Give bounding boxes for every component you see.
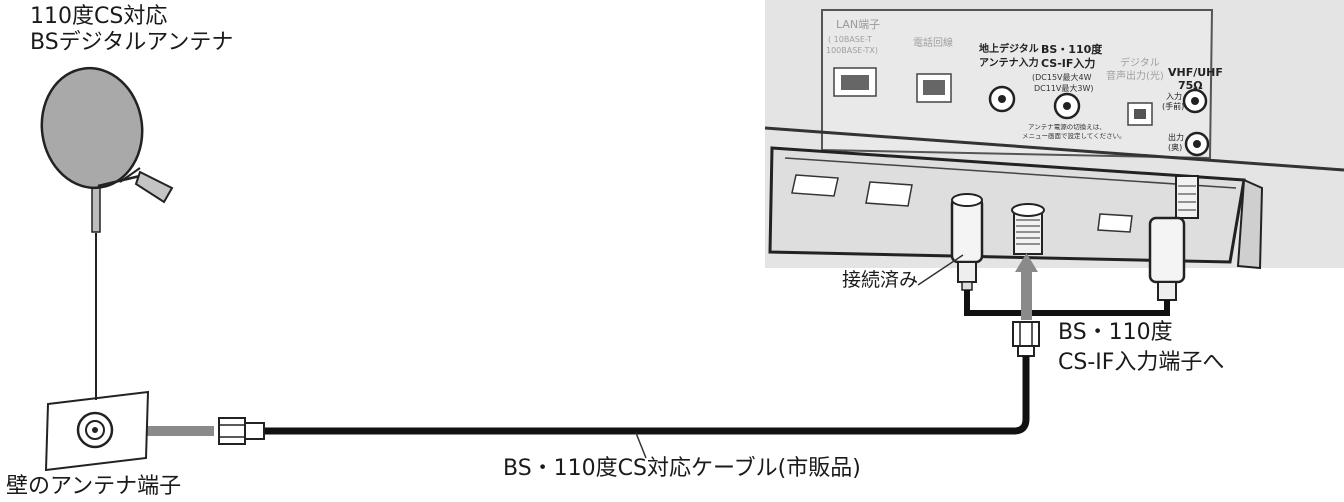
input-label-line1: 入力 bbox=[1166, 91, 1182, 101]
power-note-line2: メニュー画面で設定してください。 bbox=[1022, 131, 1126, 140]
bs-post-threads bbox=[1016, 219, 1040, 245]
target-label-line1: BS・110度 bbox=[1058, 320, 1173, 345]
panel-labels: LAN端子 ( 10BASE-T 100BASE-TX) 電話回線 地上デジタル… bbox=[826, 18, 1223, 152]
antenna-dish-icon bbox=[40, 66, 174, 233]
port-bay-rim bbox=[784, 157, 1237, 189]
bs-label-line1: BS・110度 bbox=[1041, 42, 1103, 56]
main-cable bbox=[264, 356, 1030, 435]
wall-plug-icon bbox=[218, 417, 265, 445]
bs-label-line2: CS-IF入力 bbox=[1041, 56, 1095, 70]
terrestrial-label-line1: 地上デジタル bbox=[979, 42, 1039, 55]
port-bay bbox=[768, 146, 1246, 264]
antenna-label-line2: BSデジタルアンテナ bbox=[30, 30, 234, 55]
lower-lan-port-icon bbox=[791, 174, 839, 197]
lower-optical-port-icon bbox=[1097, 213, 1133, 233]
vhf-input-jack-pin bbox=[1191, 97, 1199, 105]
lower-phone-port-icon bbox=[865, 181, 913, 207]
lan-port-hole bbox=[841, 75, 869, 90]
panel-side bbox=[1236, 178, 1264, 270]
bs-jack-pin bbox=[1063, 102, 1071, 110]
lan-spec-line1: ( 10BASE-T bbox=[828, 35, 872, 44]
arrow-up-icon bbox=[1015, 253, 1038, 320]
vhf-plug-icon bbox=[1148, 175, 1199, 301]
terrestrial-jack-pin bbox=[998, 95, 1006, 103]
power-note-line1: アンテナ電源の切換えは、 bbox=[1028, 122, 1106, 131]
target-label-line2: CS-IF入力端子へ bbox=[1058, 350, 1225, 375]
phone-port-hole bbox=[923, 80, 945, 95]
input-label-line2: (手前) bbox=[1162, 101, 1184, 111]
optical-label-line2: 音声出力(光) bbox=[1106, 69, 1164, 82]
optical-port-hole bbox=[1134, 109, 1146, 119]
tv-back-panel bbox=[764, 0, 1344, 270]
antenna-label-line1: 110度CS対応 bbox=[30, 4, 168, 29]
cable-leader-line bbox=[635, 432, 647, 459]
vhf-label-line2: 75Ω bbox=[1178, 79, 1203, 92]
vhf-output-jack-pin bbox=[1193, 140, 1201, 148]
panel-edge bbox=[764, 126, 1344, 172]
bs-power-line2: DC11V最大3W) bbox=[1034, 83, 1094, 93]
connected-label: 接続済み bbox=[842, 269, 919, 291]
cable-label: BS・110度CS対応ケーブル(市販品) bbox=[503, 456, 861, 481]
connected-plug-icon bbox=[950, 193, 984, 291]
bs-post-top bbox=[1011, 203, 1045, 217]
terminal-plate bbox=[821, 9, 1214, 160]
output-label-line1: 出力 bbox=[1168, 132, 1184, 142]
vhf-label-line1: VHF/UHF bbox=[1168, 66, 1223, 79]
loop-cable bbox=[964, 290, 1170, 316]
phone-label: 電話回線 bbox=[913, 36, 953, 49]
lan-spec-line2: 100BASE-TX) bbox=[826, 46, 878, 55]
terrestrial-label-line2: アンテナ入力 bbox=[979, 56, 1039, 69]
wall-terminal-label: 壁のアンテナ端子 bbox=[6, 474, 182, 499]
output-label-line2: (奥) bbox=[1168, 142, 1182, 152]
connected-leader-line bbox=[917, 254, 964, 286]
loose-f-plug-icon bbox=[1012, 321, 1040, 357]
wall-outlet-icon bbox=[44, 390, 150, 472]
optical-label-line1: デジタル bbox=[1120, 56, 1160, 69]
lan-label: LAN端子 bbox=[836, 18, 880, 31]
bs-power-line1: (DC15V最大4W bbox=[1032, 72, 1092, 82]
